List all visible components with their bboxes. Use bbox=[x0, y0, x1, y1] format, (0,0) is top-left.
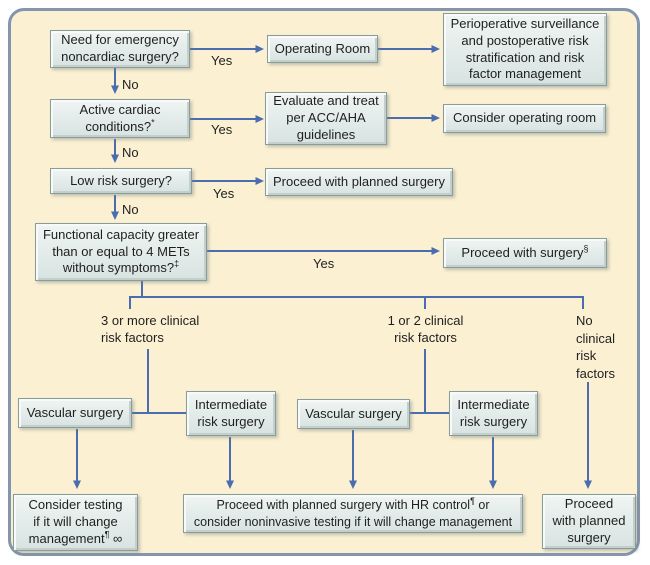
box-intermediate-left: Intermediate risk surgery bbox=[186, 391, 276, 436]
box-evaluate-treat-label: Evaluate and treat per ACC/AHA guideline… bbox=[273, 93, 379, 142]
box-functional-capacity-sup: ‡ bbox=[174, 259, 180, 270]
box-functional-capacity-label: Functional capacity greater than or equa… bbox=[43, 227, 199, 278]
box-active-cardiac: Active cardiac conditions?* bbox=[50, 99, 190, 138]
label-branch-one-or-two: 1 or 2 clinical risk factors bbox=[387, 313, 464, 346]
box-consider-testing-sup: ¶ bbox=[104, 529, 110, 540]
box-proceed-surgery-label: Proceed with surgery§ bbox=[461, 243, 589, 262]
box-need-emergency-label: Need for emergency noncardiac surgery? bbox=[61, 32, 179, 64]
label-yes-emergency: Yes bbox=[211, 53, 233, 68]
box-intermediate-right: Intermediate risk surgery bbox=[449, 391, 538, 436]
box-proceed-surgery-sup: § bbox=[583, 243, 589, 254]
box-proceed-planned-label: Proceed with planned surgery bbox=[273, 173, 445, 189]
box-periop-surveillance-label: Perioperative surveillance and postopera… bbox=[450, 15, 600, 82]
box-vascular-right-label: Vascular surgery bbox=[305, 405, 402, 421]
box-active-cardiac-label: Active cardiac conditions?* bbox=[80, 102, 161, 136]
box-intermediate-right-label: Intermediate risk surgery bbox=[457, 396, 530, 429]
box-consider-operating-room-label: Consider operating room bbox=[452, 110, 597, 126]
label-no-lowrisk: No bbox=[122, 202, 139, 217]
label-no-emergency: No bbox=[122, 77, 139, 92]
box-periop-surveillance: Perioperative surveillance and postopera… bbox=[443, 13, 607, 86]
box-proceed-hr-sup: ¶ bbox=[470, 496, 475, 507]
box-proceed-hr-line2: consider noninvasive testing if it will … bbox=[193, 514, 513, 529]
label-branch-no-clinical: No clinical risk factors bbox=[576, 313, 616, 382]
box-operating-room-label: Operating Room bbox=[274, 40, 371, 56]
box-proceed-hr-control: Proceed with planned surgery with HR con… bbox=[183, 494, 523, 533]
label-branch-three-or-more: 3 or more clinical risk factors bbox=[101, 313, 200, 346]
box-active-cardiac-text: Active cardiac conditions? bbox=[79, 101, 161, 134]
box-low-risk-label: Low risk surgery? bbox=[70, 172, 172, 188]
box-consider-testing-label: Consider testing if it will change manag… bbox=[29, 497, 123, 548]
label-yes-active: Yes bbox=[211, 122, 233, 137]
box-proceed-planned-small-label: Proceed with planned surgery bbox=[552, 496, 626, 545]
box-active-cardiac-sup: * bbox=[151, 117, 155, 128]
box-need-emergency: Need for emergency noncardiac surgery? bbox=[50, 30, 190, 68]
box-proceed-planned-small: Proceed with planned surgery bbox=[542, 494, 636, 549]
box-proceed-hr-line1-text: Proceed with planned surgery with HR con… bbox=[216, 498, 471, 513]
box-proceed-surgery-text: Proceed with surgery bbox=[461, 244, 584, 260]
box-functional-capacity: Functional capacity greater than or equa… bbox=[35, 223, 207, 281]
box-operating-room: Operating Room bbox=[267, 35, 378, 63]
label-yes-functional: Yes bbox=[313, 256, 335, 271]
box-evaluate-treat: Evaluate and treat per ACC/AHA guideline… bbox=[265, 92, 387, 145]
box-functional-capacity-text: Functional capacity greater than or equa… bbox=[42, 226, 200, 276]
label-yes-lowrisk: Yes bbox=[213, 186, 235, 201]
box-vascular-left: Vascular surgery bbox=[18, 398, 132, 428]
box-intermediate-left-label: Intermediate risk surgery bbox=[194, 396, 268, 429]
box-vascular-right: Vascular surgery bbox=[297, 399, 410, 429]
box-proceed-surgery: Proceed with surgery§ bbox=[443, 238, 607, 268]
box-proceed-hr-line1: Proceed with planned surgery with HR con… bbox=[216, 497, 489, 513]
box-consider-operating-room: Consider operating room bbox=[443, 104, 606, 133]
label-no-active: No bbox=[122, 145, 139, 160]
box-low-risk: Low risk surgery? bbox=[50, 168, 192, 194]
box-consider-testing: Consider testing if it will change manag… bbox=[13, 494, 138, 551]
box-vascular-left-label: Vascular surgery bbox=[26, 404, 124, 420]
box-consider-testing-post: ∞ bbox=[109, 530, 123, 546]
box-consider-testing-text: Consider testing if it will change manag… bbox=[28, 497, 123, 546]
box-proceed-hr-line1-post: or bbox=[474, 498, 490, 513]
box-proceed-planned: Proceed with planned surgery bbox=[265, 168, 453, 196]
